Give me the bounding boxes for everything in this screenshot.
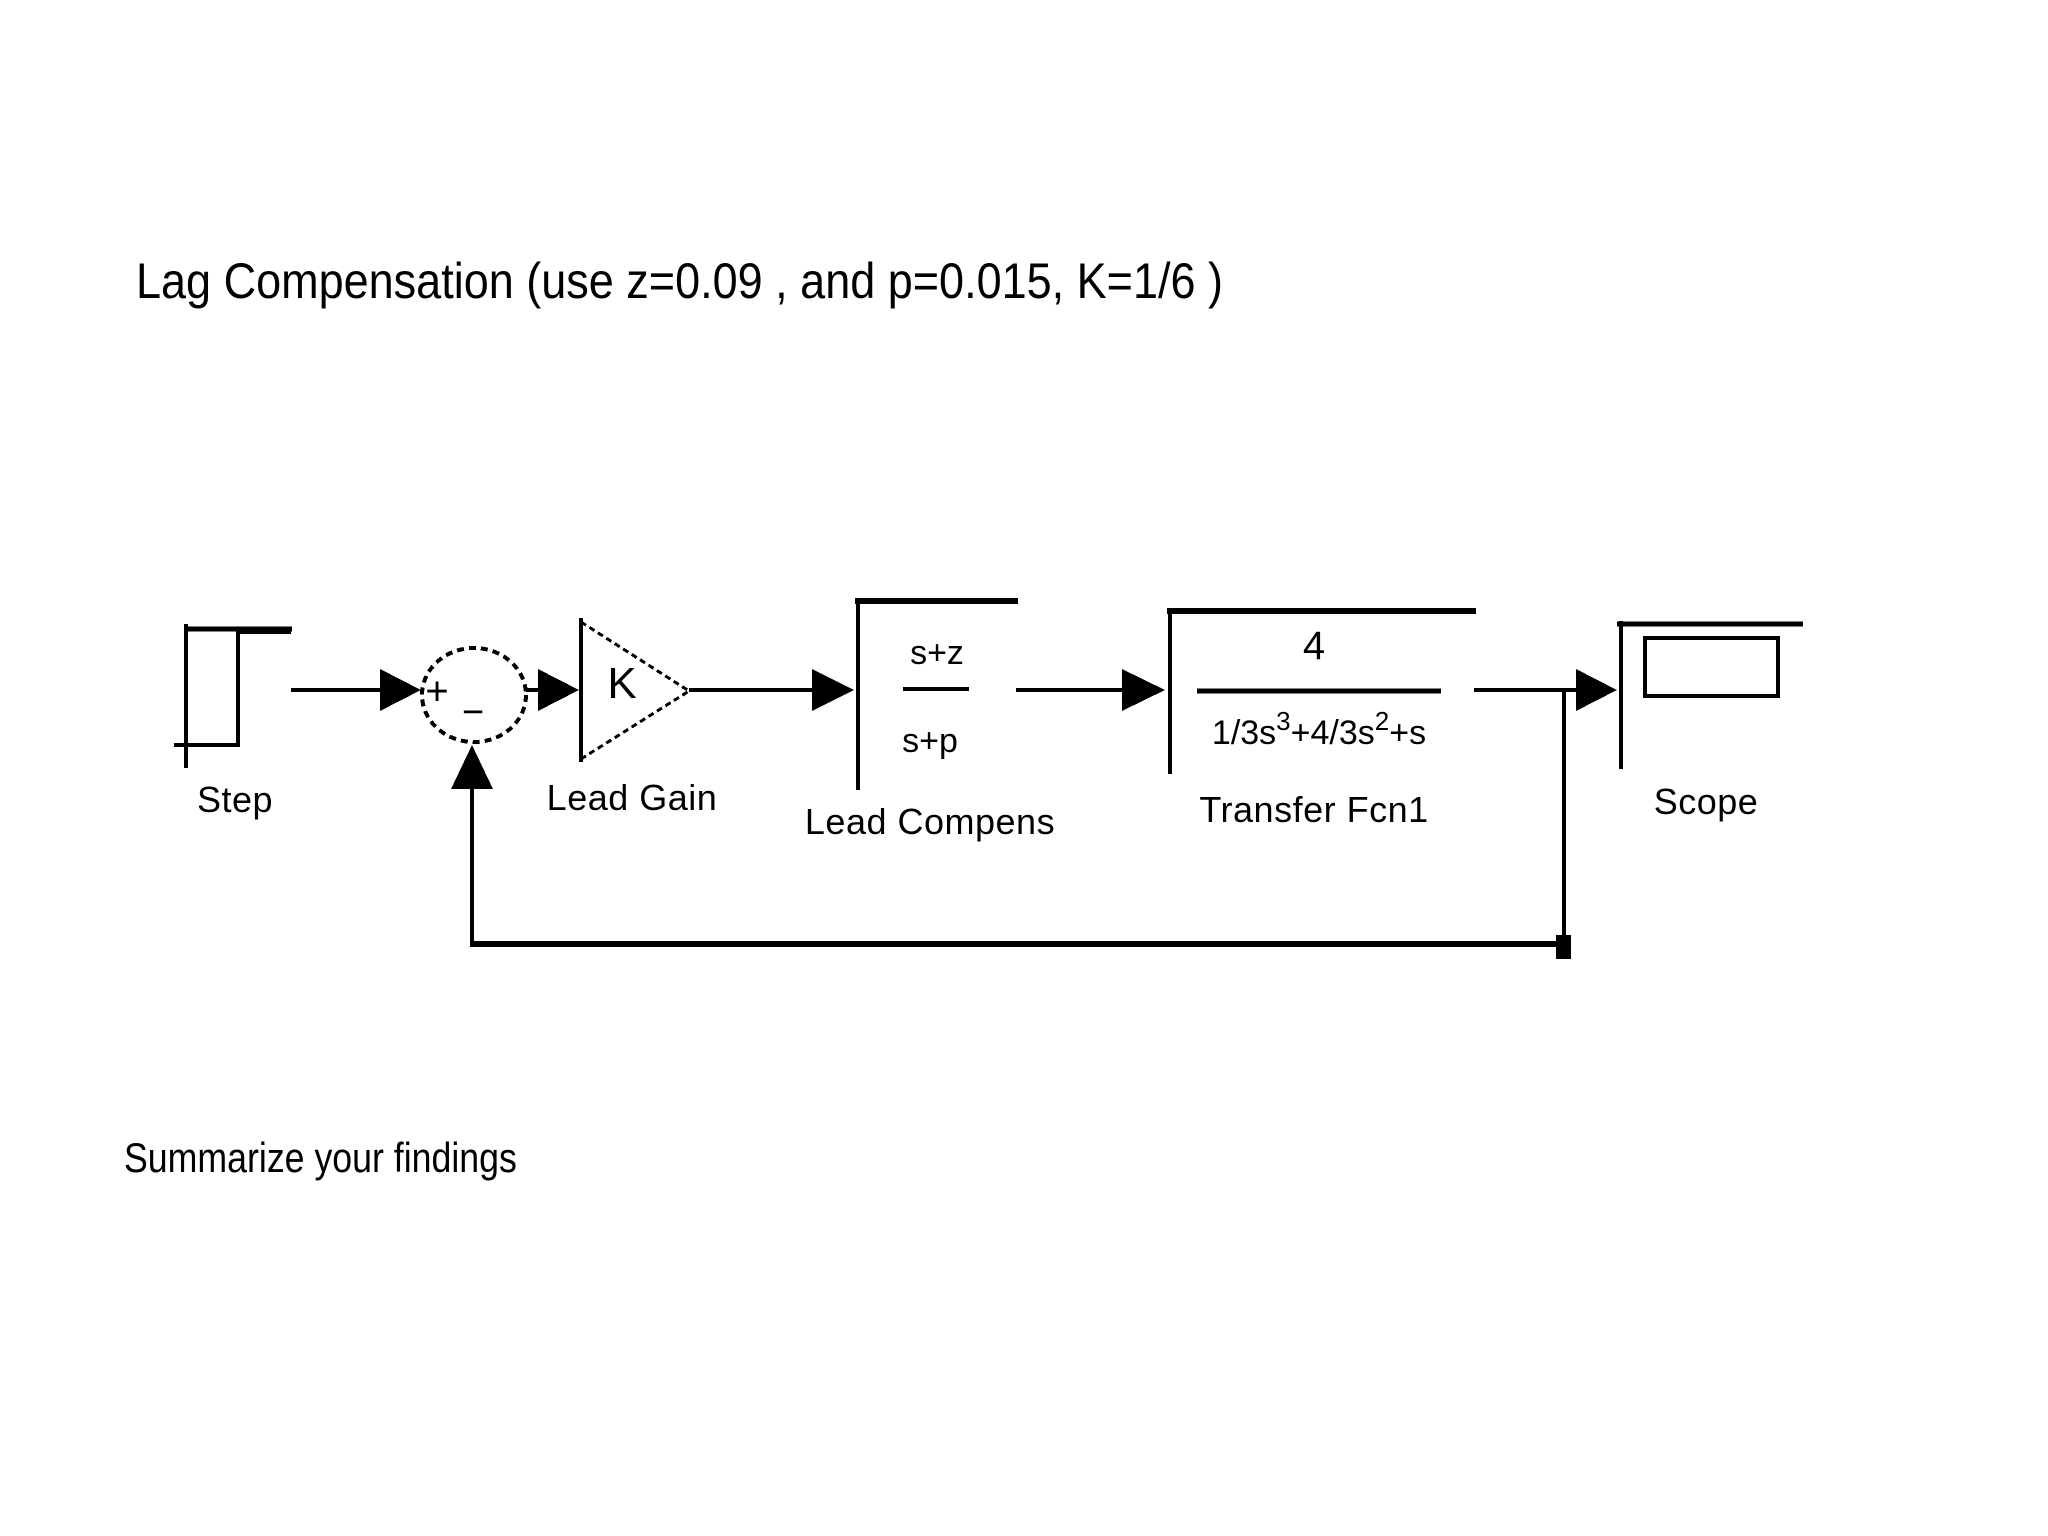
arrowhead-into-compens bbox=[812, 669, 854, 711]
tf-den-part1: 1/3s bbox=[1211, 714, 1277, 752]
scope-screen-icon bbox=[1643, 636, 1780, 698]
scope-block-label: Scope bbox=[1653, 781, 1759, 822]
arrowhead-into-tf bbox=[1122, 669, 1165, 711]
step-block-label: Step bbox=[196, 779, 274, 820]
tf-den-part2: +4/3s bbox=[1290, 714, 1375, 752]
arrowhead-into-sum bbox=[380, 669, 421, 711]
compens-denominator: s+p bbox=[902, 722, 958, 760]
step-signal-icon bbox=[174, 630, 291, 747]
sum-plus-sign: + bbox=[425, 669, 449, 714]
gain-block-label: Lead Gain bbox=[546, 777, 718, 818]
findings-note: Summarize your findings bbox=[124, 1134, 517, 1181]
gain-triangle bbox=[579, 619, 692, 762]
tf-block-label: Transfer Fcn1 bbox=[1199, 789, 1429, 830]
tf-denominator: 1/3s3+4/3s2+s bbox=[1211, 706, 1427, 753]
tf-numerator: 4 bbox=[1302, 624, 1326, 668]
tf-den-part3: +s bbox=[1389, 714, 1427, 752]
compens-numerator: s+z bbox=[910, 634, 964, 672]
sum-minus-sign: − bbox=[461, 691, 485, 734]
arrowhead-into-gain bbox=[538, 669, 579, 711]
gain-symbol: K bbox=[607, 659, 637, 708]
page-title: Lag Compensation (use z=0.09 , and p=0.0… bbox=[136, 253, 1224, 309]
tf-den-exponent2: 2 bbox=[1374, 706, 1390, 736]
sum-junction-circle bbox=[420, 646, 528, 744]
arrowhead-into-scope bbox=[1576, 669, 1617, 711]
tf-den-exponent1: 3 bbox=[1276, 706, 1291, 736]
arrowhead-feedback-into-sum bbox=[451, 745, 493, 789]
compens-block-label: Lead Compens bbox=[804, 801, 1056, 842]
